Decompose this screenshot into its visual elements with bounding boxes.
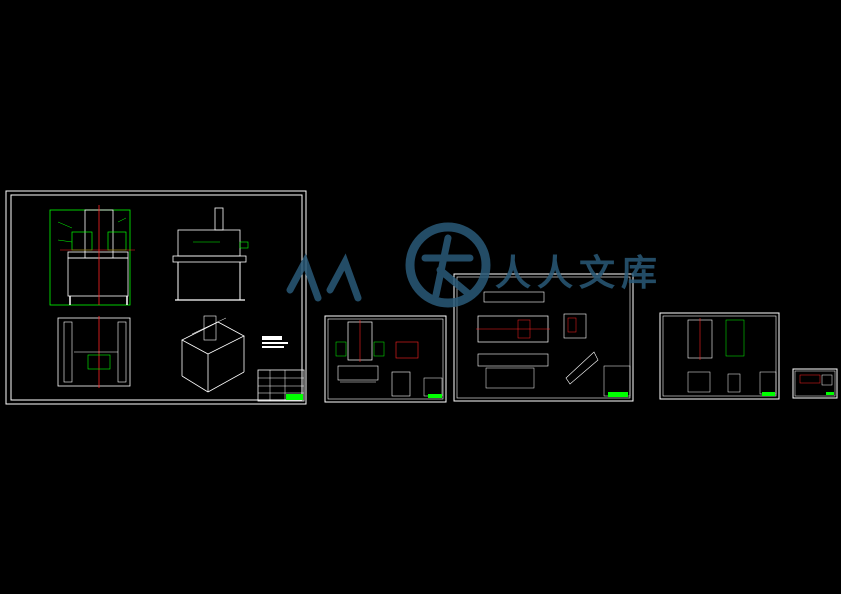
front-view	[49, 205, 135, 306]
title-block	[257, 369, 305, 402]
drawing-sheet-4[interactable]	[659, 312, 780, 400]
top-view	[57, 316, 131, 388]
drawing-sheet-3[interactable]	[453, 273, 634, 402]
side-view	[172, 207, 249, 301]
drawing-sheet-2[interactable]	[324, 315, 447, 403]
drawing-sheet-assembly[interactable]	[5, 190, 307, 405]
watermark-text: 人人文库	[495, 253, 664, 294]
watermark-logo-icon	[286, 222, 491, 308]
isometric-view	[181, 315, 245, 393]
drawing-sheet-5[interactable]	[792, 368, 838, 399]
technical-notes	[262, 336, 288, 348]
